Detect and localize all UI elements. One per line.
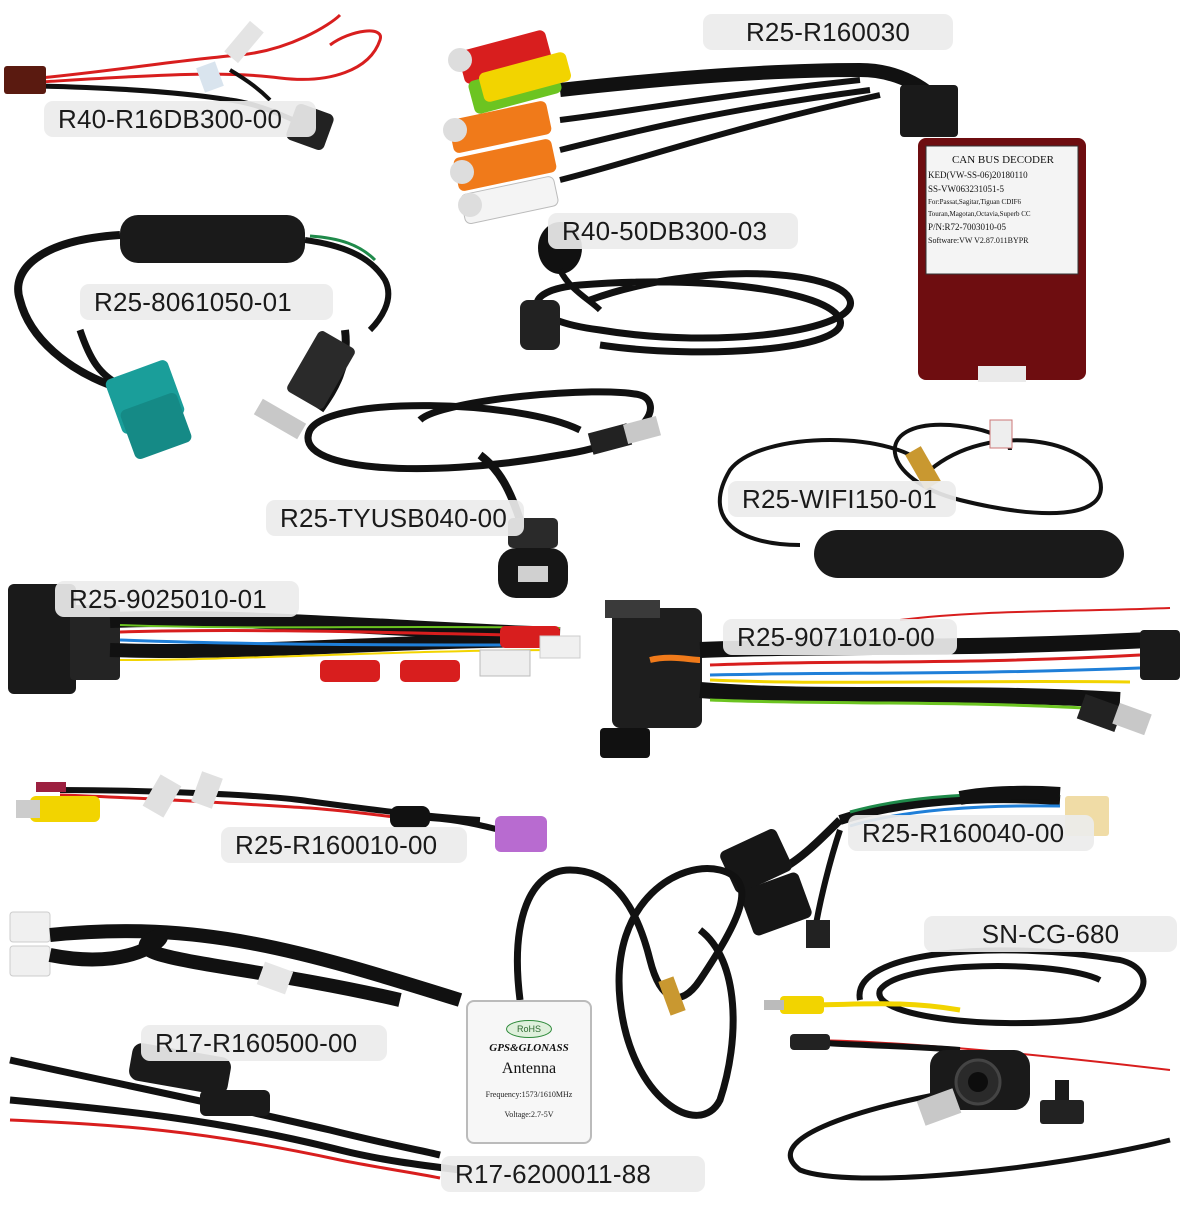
antenna-icon [814, 530, 1124, 578]
gps-frequency: Frequency:1573/1610MHz [485, 1090, 573, 1099]
r25-9071010-00-harness [600, 600, 1180, 758]
decoder-line-4: Touran,Magotan,Octavia,Superb CC [928, 210, 1031, 218]
gps-antenna-module: RoHS GPS&GLONASS Antenna Frequency:1573/… [466, 1000, 592, 1144]
decoder-line-5: P/N:R72-7003010-05 [928, 222, 1007, 232]
rca-plug-icon [320, 626, 581, 682]
usb-plug-icon [1076, 693, 1152, 736]
fakra-connector-icon [105, 360, 192, 460]
decoder-label: CAN BUS DECODER KED(VW-SS-06)20180110 SS… [928, 148, 1078, 272]
decoder-line-3: For:Passat,Sagitar,Tiguan CDIF6 [928, 198, 1021, 206]
part-label-r40-50db300-03: R40-50DB300-03 [548, 213, 798, 249]
part-label-r17-r160500-00: R17-R160500-00 [141, 1025, 387, 1061]
fakra-connector-icon [495, 816, 547, 852]
harness-connector-icon [900, 85, 958, 137]
power-plug-icon [4, 66, 46, 94]
can-bus-decoder [918, 138, 1086, 382]
gps-type: Antenna [501, 1060, 557, 1077]
r17-r160500-00-cable [9, 911, 463, 1007]
rca-plug-icon [443, 30, 572, 225]
r25-8061050-01-cable [14, 215, 392, 460]
part-label-r25-r160010-00: R25-R160010-00 [221, 827, 467, 863]
part-label-r17-6200011-88: R17-6200011-88 [441, 1156, 705, 1192]
camera-icon [930, 1050, 1030, 1110]
rca-plug-icon [764, 996, 824, 1014]
part-label-r25-wifi150-01: R25-WIFI150-01 [728, 481, 956, 517]
sn-cg-680-camera [764, 947, 1171, 1181]
part-label-r25-r160040-00: R25-R160040-00 [848, 815, 1094, 851]
part-label-r25-9025010-01: R25-9025010-01 [55, 581, 299, 617]
decoder-line-2: SS-VW063231051-5 [928, 184, 1004, 194]
part-label-r40-r16db300-00: R40-R16DB300-00 [44, 101, 316, 137]
decoder-title: CAN BUS DECODER [951, 154, 1055, 166]
rohs-badge: RoHS [506, 1020, 552, 1038]
rca-plug-icon [16, 796, 100, 822]
part-label-r25-tyusb040-00: R25-TYUSB040-00 [266, 500, 524, 536]
part-label-r25-9071010-00: R25-9071010-00 [723, 619, 957, 655]
r17-6200011-88-cable [514, 865, 746, 1119]
bottom-left-cable [9, 1043, 461, 1180]
gps-voltage: Voltage:2.7-5V [504, 1110, 554, 1119]
part-label-sn-cg-680: SN-CG-680 [924, 916, 1177, 952]
usb-plug-icon [587, 415, 662, 455]
amplifier-box-icon [120, 215, 305, 263]
part-label-r25-r160030: R25-R160030 [703, 14, 953, 50]
r25-r160010-00-cable [16, 771, 547, 852]
part-label-r25-8061050-01: R25-8061050-01 [80, 284, 333, 320]
r25-r160030-cable [443, 30, 958, 225]
r25-tyusb040-00-cable [304, 388, 662, 598]
decoder-line-1: KED(VW-SS-06)20180110 [928, 170, 1028, 180]
decoder-line-6: Software:VW V2.87.011BYPR [928, 236, 1029, 245]
r25-wifi150-01-antenna [717, 419, 1124, 578]
r25-9025010-01-harness [8, 584, 581, 694]
gps-name: GPS&GLONASS [489, 1042, 569, 1054]
